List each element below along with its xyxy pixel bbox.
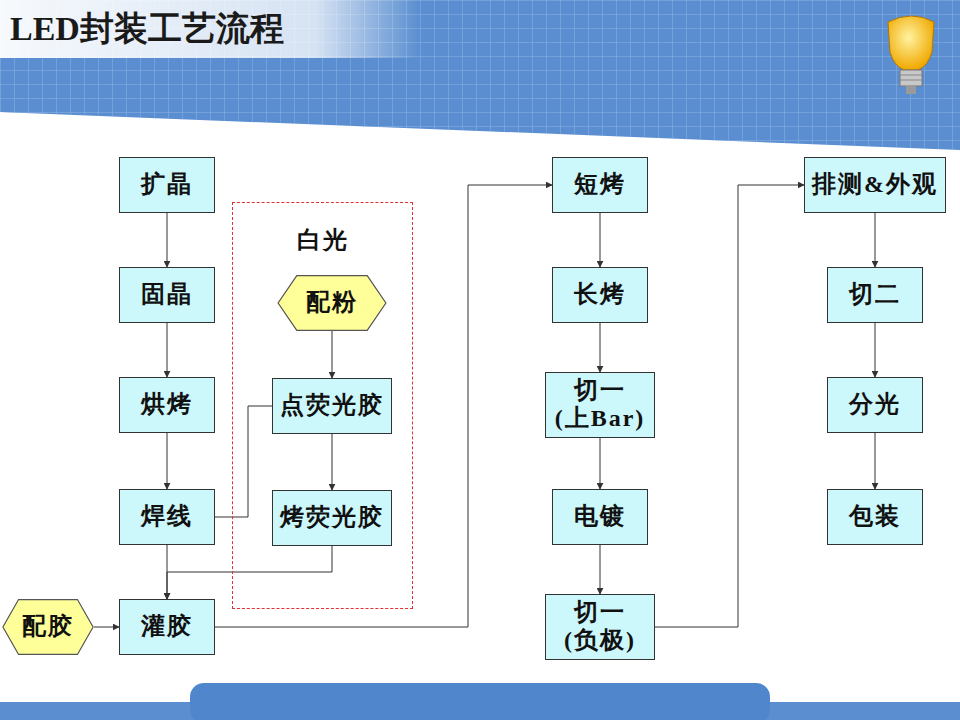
step-label: 包装 <box>849 503 901 531</box>
material-hexagon: 配粉 <box>277 275 387 331</box>
flow-connector <box>600 438 601 489</box>
step-label: 固晶 <box>141 281 193 309</box>
process-box: 切一 (上Bar) <box>545 372 655 438</box>
process-box: 焊线 <box>119 489 215 545</box>
flow-connector <box>875 433 876 489</box>
process-box: 扩晶 <box>119 157 215 213</box>
step-label: 短烤 <box>574 171 626 199</box>
flow-connector <box>94 627 119 628</box>
group-label: 白光 <box>233 227 412 255</box>
step-label: 焊线 <box>141 503 193 531</box>
step-label: 烤荧光胶 <box>280 504 384 532</box>
step-label: 灌胶 <box>141 613 193 641</box>
step-label: 扩晶 <box>141 171 193 199</box>
flow-connector <box>215 406 272 517</box>
flow-connector <box>600 213 601 267</box>
slide-title: LED封装工艺流程 <box>10 6 284 52</box>
step-label: 排测&外观 <box>812 171 938 199</box>
process-box: 包装 <box>827 489 923 545</box>
flow-connector <box>167 213 168 267</box>
process-box: 短烤 <box>552 157 648 213</box>
step-label: 电镀 <box>574 503 626 531</box>
process-box: 长烤 <box>552 267 648 323</box>
process-box: 排测&外观 <box>804 157 946 213</box>
process-box: 切二 <box>827 267 923 323</box>
process-box: 固晶 <box>119 267 215 323</box>
process-box: 点荧光胶 <box>272 378 392 434</box>
flow-connector <box>332 434 333 490</box>
white-light-group: 白光配粉点荧光胶烤荧光胶 <box>232 202 413 609</box>
header-grid <box>0 0 960 150</box>
material-hexagon: 配胶 <box>2 599 94 655</box>
flow-connector <box>875 213 876 267</box>
step-label: 烘烤 <box>141 391 193 419</box>
process-box: 电镀 <box>552 489 648 545</box>
lamp-icon <box>888 16 934 94</box>
step-label: 长烤 <box>574 281 626 309</box>
flow-connector <box>600 545 601 594</box>
step-label: 切一 (上Bar) <box>553 377 647 432</box>
title-panel <box>0 0 420 58</box>
process-box: 灌胶 <box>119 599 215 655</box>
flow-connector <box>600 323 601 372</box>
process-box: 烘烤 <box>119 377 215 433</box>
process-box: 切一 (负极) <box>545 594 655 660</box>
flow-connector <box>167 546 332 599</box>
step-label: 配胶 <box>22 613 74 641</box>
header-band <box>0 0 960 150</box>
step-label: 配粉 <box>306 289 358 317</box>
flow-connector <box>332 331 333 378</box>
process-box: 分光 <box>827 377 923 433</box>
process-box: 烤荧光胶 <box>272 490 392 546</box>
footer-tab <box>190 683 770 720</box>
flow-connector <box>655 185 804 627</box>
flow-connector <box>215 185 552 627</box>
flow-connector <box>875 323 876 377</box>
flow-connector <box>167 433 168 489</box>
step-label: 点荧光胶 <box>280 392 384 420</box>
flow-connector <box>167 323 168 377</box>
step-label: 切二 <box>849 281 901 309</box>
step-label: 分光 <box>849 391 901 419</box>
step-label: 切一 (负极) <box>553 599 647 654</box>
